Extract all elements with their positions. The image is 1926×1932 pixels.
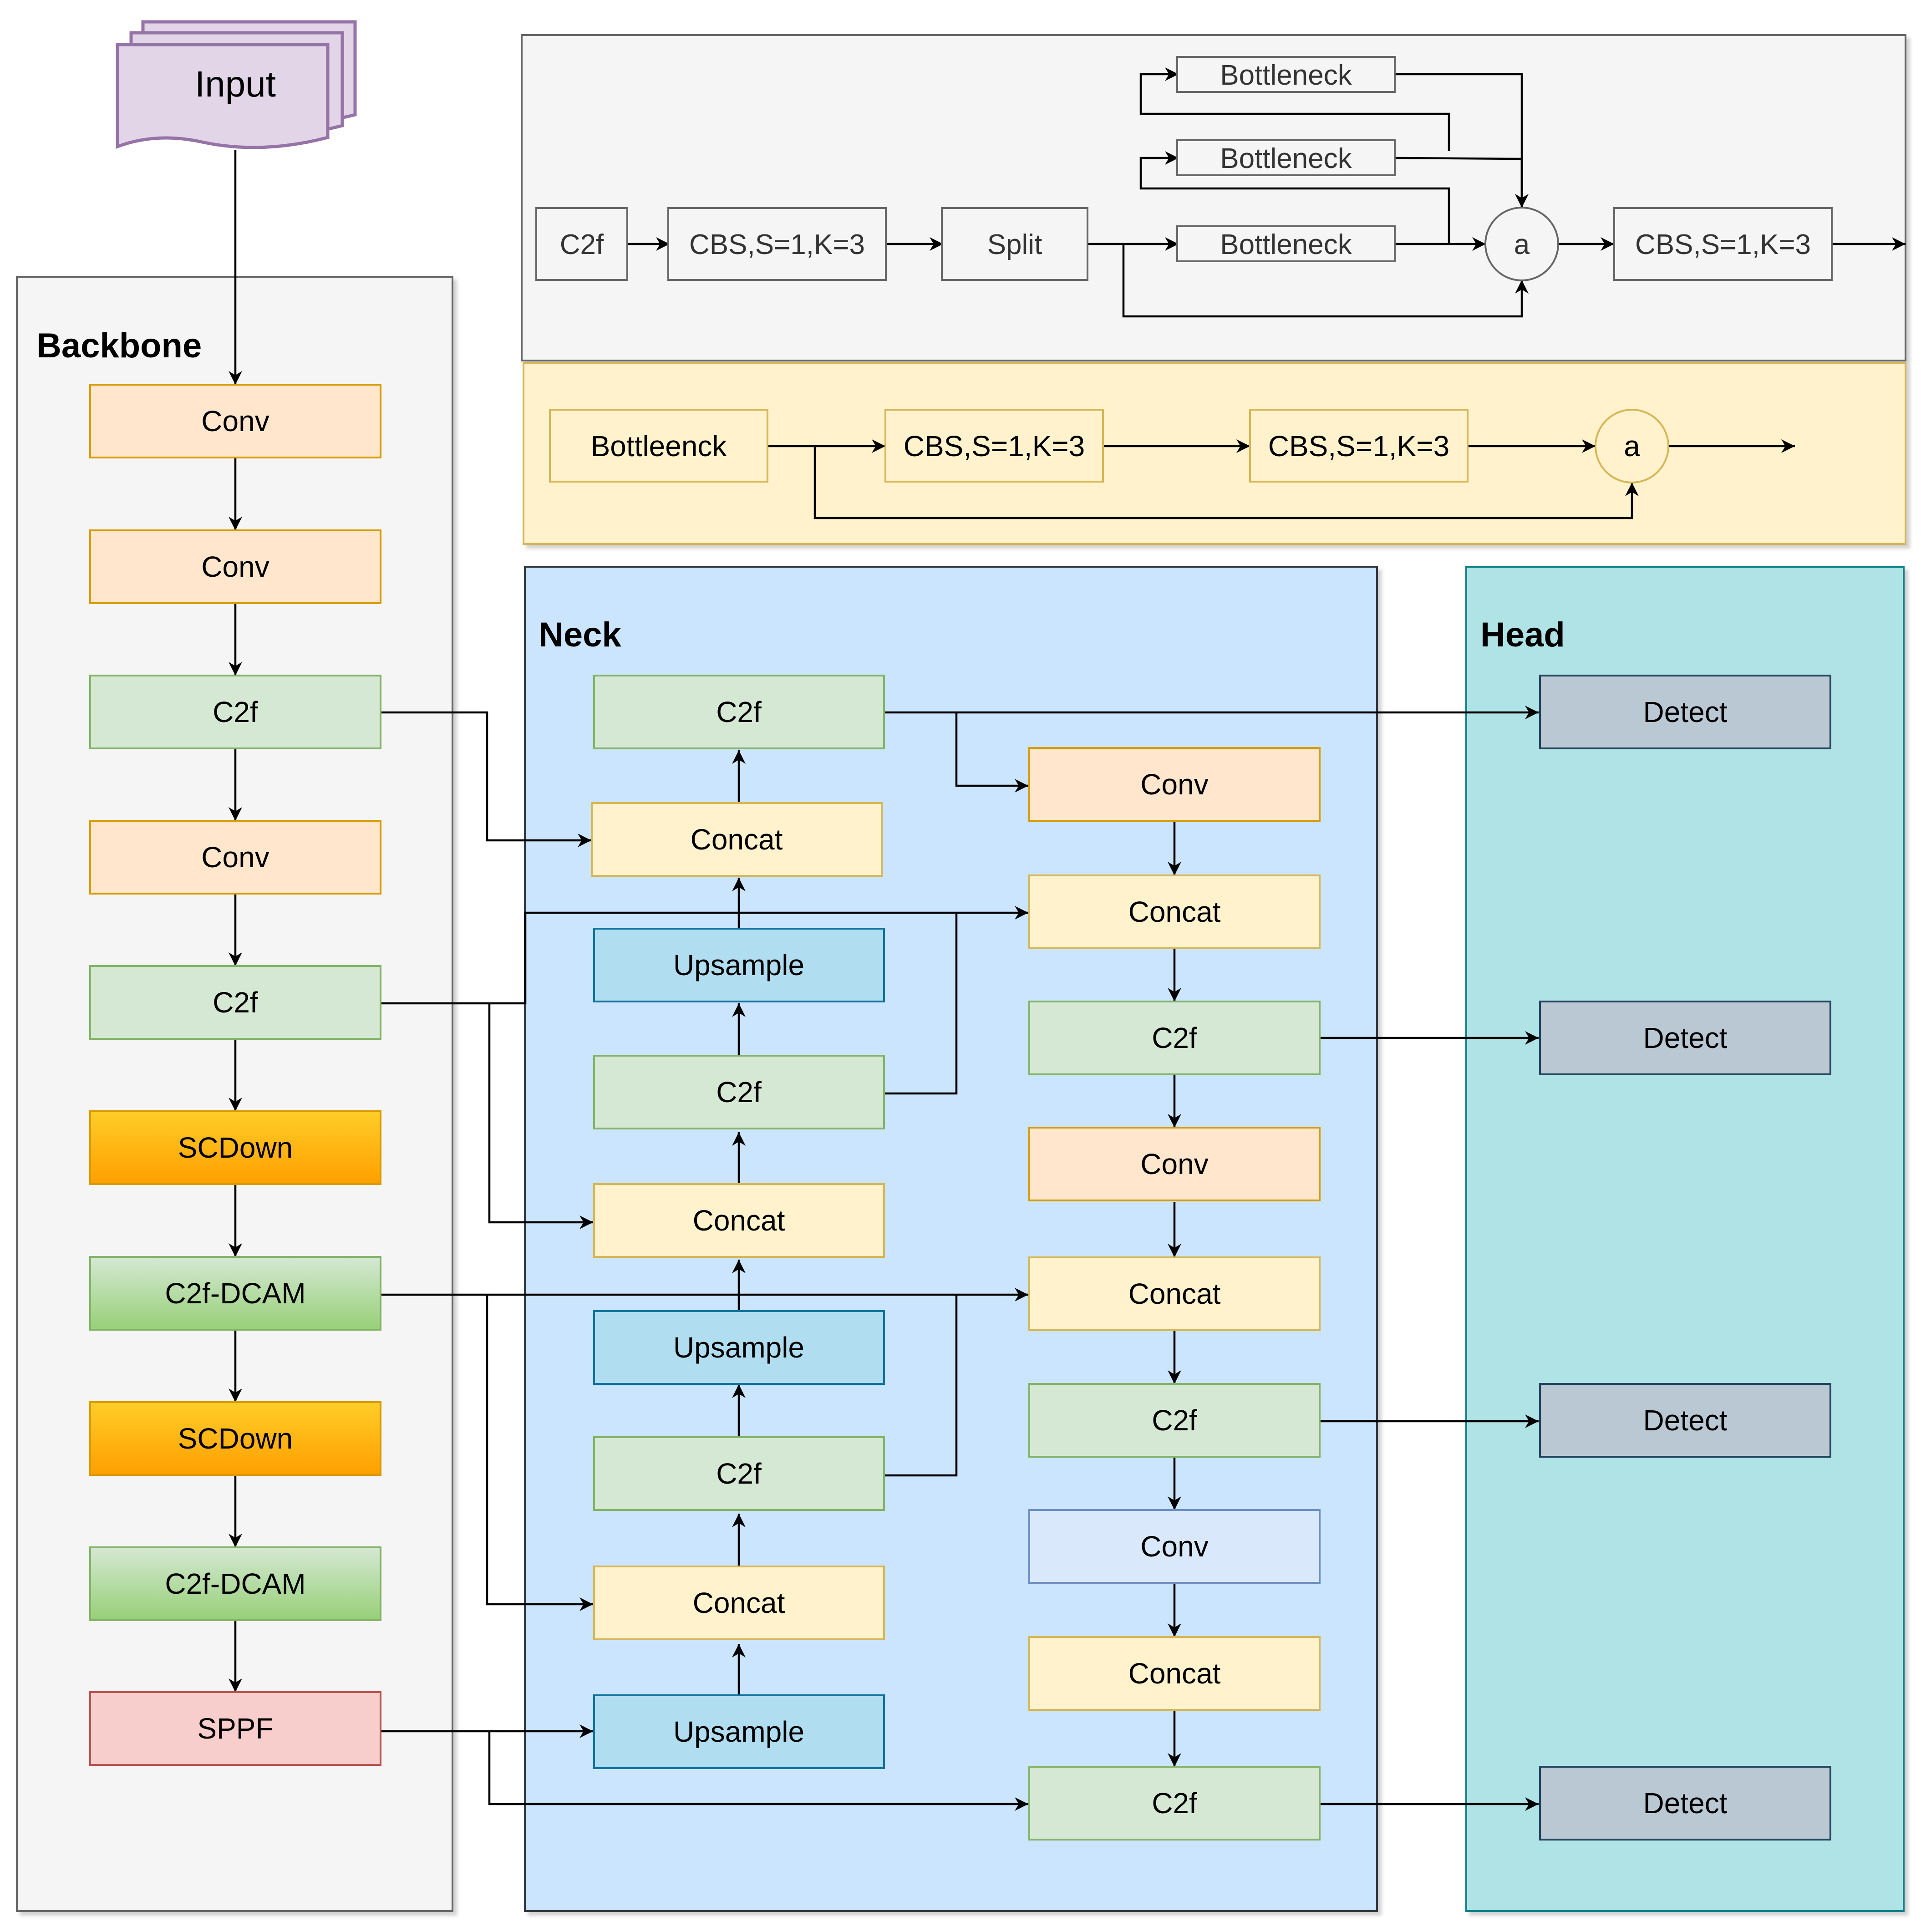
neck-c2f-r2: C2f <box>1028 1383 1321 1458</box>
c2f-detail-bottleneck-3: Bottleneck <box>1176 225 1396 262</box>
neck-concat-3: Concat <box>593 1566 885 1640</box>
head-detect-3: Detect <box>1539 1383 1831 1458</box>
svg-text:Upsample: Upsample <box>673 1331 804 1364</box>
svg-text:CBS,S=1,K=3: CBS,S=1,K=3 <box>1635 229 1811 260</box>
svg-text:SPPF: SPPF <box>197 1712 273 1745</box>
neck-conv-r1: Conv <box>1028 747 1321 822</box>
backbone-scdown-2: SCDown <box>89 1401 381 1476</box>
svg-text:Conv: Conv <box>201 405 269 437</box>
svg-text:Conv: Conv <box>1140 1530 1208 1563</box>
svg-text:SCDown: SCDown <box>178 1131 293 1164</box>
svg-text:C2f: C2f <box>213 696 258 728</box>
svg-text:Bottleneck: Bottleneck <box>1220 229 1352 260</box>
svg-text:Concat: Concat <box>693 1586 785 1619</box>
neck-conv-r2: Conv <box>1028 1127 1321 1201</box>
svg-text:C2f: C2f <box>1152 1022 1197 1054</box>
svg-text:a: a <box>1514 229 1530 260</box>
head-detect-2: Detect <box>1539 1001 1831 1075</box>
c2f-detail-bottleneck-1: Bottleneck <box>1176 56 1396 93</box>
neck-c2f-3: C2f <box>593 1436 885 1511</box>
backbone-scdown-1: SCDown <box>89 1110 381 1185</box>
svg-text:Concat: Concat <box>693 1204 785 1237</box>
head-detect-4: Detect <box>1539 1766 1831 1840</box>
svg-text:SCDown: SCDown <box>178 1422 293 1455</box>
svg-text:CBS,S=1,K=3: CBS,S=1,K=3 <box>1268 430 1449 463</box>
svg-text:Concat: Concat <box>691 823 783 856</box>
neck-concat-1: Concat <box>591 802 883 877</box>
svg-text:CBS,S=1,K=3: CBS,S=1,K=3 <box>904 430 1085 463</box>
svg-text:Bottleneck: Bottleneck <box>1220 143 1352 174</box>
svg-text:Bottleneck: Bottleneck <box>1220 60 1352 91</box>
neck-c2f-2: C2f <box>593 1055 885 1129</box>
svg-text:Conv: Conv <box>1140 768 1208 801</box>
svg-text:Concat: Concat <box>1128 895 1221 928</box>
neck-concat-r2: Concat <box>1028 1256 1321 1331</box>
svg-text:Upsample: Upsample <box>673 949 804 981</box>
svg-text:Concat: Concat <box>1128 1657 1221 1690</box>
backbone-conv-2: Conv <box>89 529 381 604</box>
neck-upsample-2: Upsample <box>593 1310 885 1385</box>
backbone-c2f-2: C2f <box>89 965 381 1040</box>
svg-text:CBS,S=1,K=3: CBS,S=1,K=3 <box>689 229 865 260</box>
c2f-detail-c2f: C2f <box>535 207 628 281</box>
svg-text:C2f: C2f <box>716 1457 762 1490</box>
svg-text:Conv: Conv <box>201 550 269 583</box>
head-detect-1: Detect <box>1539 675 1831 749</box>
bottleneck-detail-cbs-1: CBS,S=1,K=3 <box>884 409 1104 483</box>
svg-text:C2f: C2f <box>1152 1404 1197 1437</box>
neck-c2f-r3: C2f <box>1028 1766 1321 1840</box>
svg-text:Detect: Detect <box>1643 696 1728 728</box>
neck-concat-r1: Concat <box>1028 874 1321 949</box>
svg-text:Detect: Detect <box>1643 1404 1728 1437</box>
input-node: Input <box>116 20 357 149</box>
svg-text:Detect: Detect <box>1643 1787 1728 1820</box>
svg-text:Detect: Detect <box>1643 1022 1728 1054</box>
backbone-sppf: SPPF <box>89 1691 381 1766</box>
head-title: Head <box>1480 615 1565 654</box>
backbone-conv-1: Conv <box>89 384 381 458</box>
svg-text:C2f: C2f <box>716 1076 762 1108</box>
svg-text:Bottleenck: Bottleenck <box>591 430 727 463</box>
c2f-detail-bottleneck-2: Bottleneck <box>1176 139 1396 176</box>
svg-text:Conv: Conv <box>201 841 269 874</box>
svg-text:C2f: C2f <box>213 986 258 1019</box>
svg-text:C2f: C2f <box>560 229 604 260</box>
c2f-detail-cbs-in: CBS,S=1,K=3 <box>667 207 887 281</box>
svg-text:C2f: C2f <box>716 696 762 728</box>
svg-text:Conv: Conv <box>1140 1148 1208 1180</box>
c2f-detail-add-node: a <box>1484 207 1559 281</box>
neck-title: Neck <box>539 615 621 654</box>
svg-text:Concat: Concat <box>1128 1277 1221 1310</box>
bottleneck-detail-bottleneck: Bottleenck <box>549 409 768 483</box>
neck-conv-r3: Conv <box>1028 1509 1321 1584</box>
backbone-c2f-dcam-1: C2f-DCAM <box>89 1256 381 1331</box>
neck-upsample-3: Upsample <box>593 1694 885 1769</box>
c2f-detail-cbs-out: CBS,S=1,K=3 <box>1613 207 1833 281</box>
neck-concat-2: Concat <box>593 1183 885 1258</box>
input-label: Input <box>195 64 276 104</box>
backbone-conv-3: Conv <box>89 820 381 895</box>
edges <box>229 67 1906 1811</box>
svg-text:C2f: C2f <box>1152 1787 1197 1820</box>
backbone-c2f-1: C2f <box>89 675 381 749</box>
svg-text:C2f-DCAM: C2f-DCAM <box>165 1277 305 1310</box>
svg-text:C2f-DCAM: C2f-DCAM <box>165 1567 305 1600</box>
backbone-title: Backbone <box>36 326 202 365</box>
svg-text:a: a <box>1624 430 1640 463</box>
bottleneck-detail-cbs-2: CBS,S=1,K=3 <box>1249 409 1469 483</box>
neck-c2f-r1: C2f <box>1028 1001 1321 1075</box>
neck-upsample-1: Upsample <box>593 928 885 1002</box>
head-panel: Head <box>1465 566 1905 1912</box>
c2f-detail-split: Split <box>941 207 1088 281</box>
svg-text:Upsample: Upsample <box>673 1715 804 1748</box>
backbone-c2f-dcam-2: C2f-DCAM <box>89 1546 381 1621</box>
neck-concat-r3: Concat <box>1028 1636 1321 1711</box>
svg-text:Split: Split <box>987 229 1042 260</box>
neck-c2f-top: C2f <box>593 675 885 749</box>
bottleneck-detail-add-node: a <box>1595 409 1669 483</box>
